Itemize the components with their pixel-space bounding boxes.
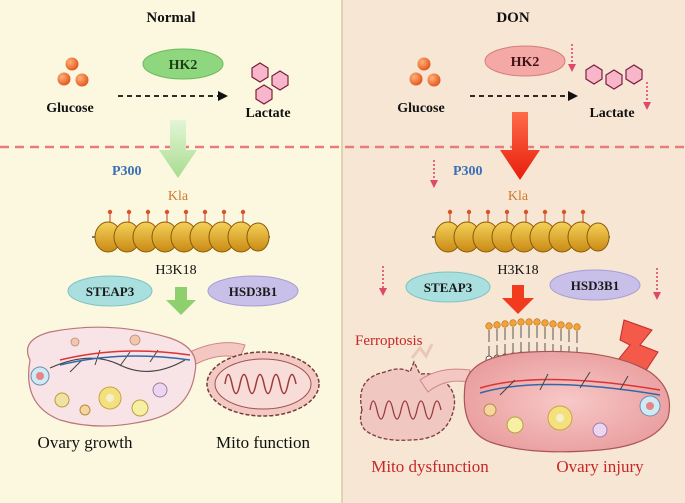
don-outcome-ovary-injury: Ovary injury bbox=[556, 457, 644, 476]
don-outcome-mito-dysfunction: Mito dysfunction bbox=[371, 457, 489, 476]
normal-h3k18-label: H3K18 bbox=[155, 263, 196, 278]
normal-kla-label: Kla bbox=[168, 189, 189, 204]
don-chromatin bbox=[432, 209, 610, 253]
normal-glucose-label: Glucose bbox=[46, 101, 93, 116]
normal-hk2-label: HK2 bbox=[169, 58, 198, 73]
don-injured-ovary-illustration bbox=[419, 350, 671, 453]
don-steap3-badge bbox=[405, 271, 491, 303]
normal-chromatin bbox=[92, 209, 270, 253]
don-glucose-label: Glucose bbox=[397, 101, 444, 116]
don-hk2-label: HK2 bbox=[511, 55, 540, 70]
normal-title: Normal bbox=[146, 10, 195, 26]
don-glucose-icon bbox=[409, 57, 441, 87]
normal-steap3-badge bbox=[67, 275, 153, 307]
normal-hsd3b1-label: HSD3B1 bbox=[229, 284, 277, 299]
normal-mitochondrion-illustration bbox=[206, 351, 320, 417]
don-h3k18-label: H3K18 bbox=[497, 263, 538, 278]
don-title: DON bbox=[496, 10, 530, 26]
don-lactate-label: Lactate bbox=[589, 106, 634, 121]
normal-kla-arrow bbox=[159, 120, 197, 178]
normal-metabolism-arrowhead bbox=[218, 91, 228, 101]
normal-lactate-icon bbox=[251, 62, 289, 105]
don-p300-decrease-arrow bbox=[430, 160, 438, 188]
don-steap3-decrease-arrow bbox=[379, 266, 387, 296]
normal-hk2-badge bbox=[142, 48, 224, 80]
don-ferroptosis-label: Ferroptosis bbox=[355, 333, 423, 349]
don-lactate-decrease-arrow bbox=[643, 82, 651, 110]
normal-outcome-arrow bbox=[166, 287, 196, 315]
don-hsd3b1-label: HSD3B1 bbox=[571, 278, 619, 293]
don-hk2-decrease-arrow bbox=[568, 44, 576, 72]
normal-outcome-ovary-growth: Ovary growth bbox=[38, 433, 133, 452]
normal-glucose-icon bbox=[57, 57, 89, 87]
normal-hsd3b1-badge bbox=[207, 275, 299, 307]
don-hk2-badge bbox=[484, 45, 566, 77]
don-hsd3b1-decrease-arrow bbox=[653, 268, 661, 300]
don-p300-label: P300 bbox=[453, 164, 483, 179]
normal-p300-label: P300 bbox=[112, 164, 142, 179]
don-lactate-icon bbox=[585, 64, 643, 90]
don-steap3-label: STEAP3 bbox=[424, 280, 473, 295]
don-kla-arrow bbox=[500, 112, 540, 180]
don-metabolism-arrowhead bbox=[568, 91, 578, 101]
normal-outcome-mito-function: Mito function bbox=[216, 433, 310, 452]
normal-steap3-label: STEAP3 bbox=[86, 284, 135, 299]
don-hsd3b1-badge bbox=[549, 269, 641, 301]
normal-lactate-label: Lactate bbox=[245, 106, 290, 121]
don-outcome-arrow bbox=[502, 285, 534, 314]
don-kla-label: Kla bbox=[508, 189, 529, 204]
